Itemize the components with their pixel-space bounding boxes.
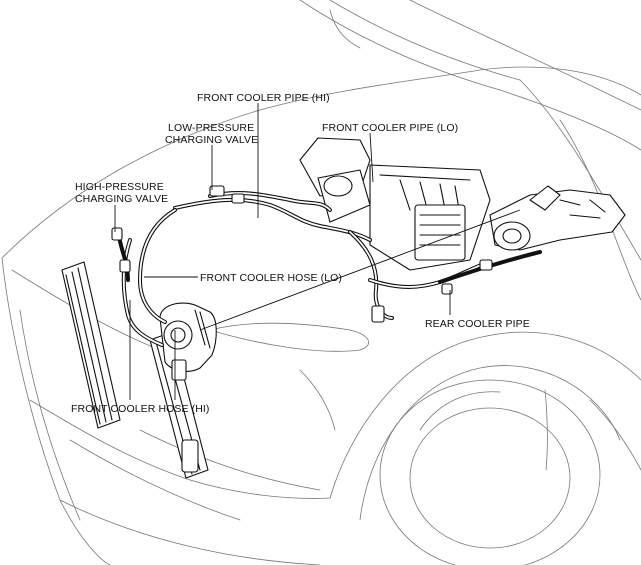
callout-labels: FRONT COOLER PIPE (HI) FRONT COOLER PIPE…: [71, 92, 530, 415]
label-front-cooler-hose-lo: FRONT COOLER HOSE (LO): [200, 272, 342, 284]
label-high-pressure-charging-valve-line2: CHARGING VALVE: [75, 193, 168, 205]
condenser: [61, 261, 209, 479]
refrigerant-lines: [111, 185, 542, 347]
label-front-cooler-pipe-lo: FRONT COOLER PIPE (LO): [322, 122, 458, 134]
label-low-pressure-charging-valve-line2: CHARGING VALVE: [165, 134, 258, 146]
label-high-pressure-charging-valve-line1: HIGH-PRESSURE: [75, 181, 164, 193]
callout-leaders: [114, 103, 521, 400]
rear-cooler-unit: [489, 185, 626, 251]
label-front-cooler-pipe-hi: FRONT COOLER PIPE (HI): [197, 92, 330, 104]
front-evaporator-unit: [299, 137, 491, 271]
label-front-cooler-hose-hi: FRONT COOLER HOSE (HI): [71, 403, 210, 415]
label-rear-cooler-pipe: REAR COOLER PIPE: [425, 318, 530, 330]
ac-compressor: [159, 302, 217, 381]
label-low-pressure-charging-valve-line1: LOW-PRESSURE: [168, 122, 254, 134]
